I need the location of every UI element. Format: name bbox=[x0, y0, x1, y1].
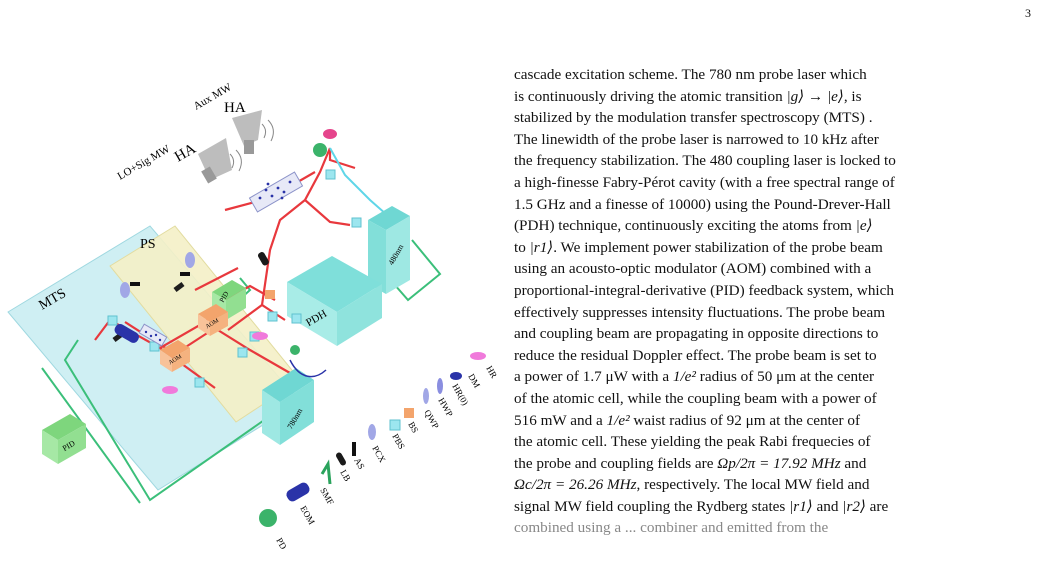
text-line: 516 mW and a bbox=[514, 411, 607, 429]
legend-pd: PD bbox=[274, 536, 289, 551]
legend-eom: EOM bbox=[298, 504, 317, 526]
legend-lb: LB bbox=[338, 468, 352, 483]
ps-label: PS bbox=[140, 237, 156, 252]
aom-1-box: AOM bbox=[160, 340, 190, 372]
text-line: reduce the residual Doppler effect. The … bbox=[514, 346, 877, 364]
text-line: . We implement power stabilization of th… bbox=[553, 238, 883, 256]
text-line: and bbox=[840, 454, 867, 472]
text-line: the frequency stabilization. The 480 cou… bbox=[514, 152, 896, 170]
text-line: a power of 1.7 μW with a bbox=[514, 368, 673, 386]
text-line: waist radius of 92 μm at the center of bbox=[629, 411, 861, 429]
math-inverse-e2: 1/e² bbox=[606, 411, 630, 429]
legend-pbs: PBS bbox=[390, 432, 407, 451]
optics-components bbox=[107, 129, 362, 394]
math-state-r2: |r2⟩ bbox=[842, 497, 866, 515]
text-line: the probe and coupling fields are bbox=[514, 454, 718, 472]
body-text-column: cascade excitation scheme. The 780 nm pr… bbox=[514, 64, 1032, 539]
page-number: 3 bbox=[1025, 6, 1031, 20]
text-line: stabilized by the modulation transfer sp… bbox=[514, 109, 873, 127]
pdh-box: PDH bbox=[287, 256, 382, 346]
legend-hr0: HR(0) bbox=[450, 382, 470, 407]
atomic-cell-mts bbox=[138, 323, 168, 347]
legend-qwp: QWP bbox=[422, 408, 441, 430]
math-state-r1: |r1⟩ bbox=[529, 238, 554, 256]
ha-label-2: HA bbox=[224, 100, 246, 116]
text-line: radius of 50 μm at the center bbox=[695, 368, 875, 386]
math-state-e: |e⟩ bbox=[855, 217, 873, 235]
legend-smf: SMF bbox=[318, 486, 336, 507]
text-line: The linewidth of the probe laser is narr… bbox=[514, 130, 879, 148]
atomic-cell-main bbox=[248, 171, 304, 213]
text-line: 1.5 GHz and a finesse of 10000) using th… bbox=[514, 195, 891, 213]
legend-pcx: PCX bbox=[370, 444, 388, 465]
math-inverse-e2: 1/e² bbox=[672, 368, 696, 386]
text-line: , respectively. The local MW field and bbox=[636, 476, 870, 494]
math-transition: |g⟩ → |e⟩ bbox=[786, 87, 844, 105]
math-rabi-coupling: Ωc/2π = 26.26 MHz bbox=[514, 476, 637, 494]
text-line: and coupling beam are propagating in opp… bbox=[514, 325, 879, 343]
text-line: of the atomic cell, while the coupling b… bbox=[514, 389, 877, 407]
lo-sig-mw-label: LO+Sig MW bbox=[116, 143, 173, 183]
math-state-r1: |r1⟩ bbox=[789, 497, 813, 515]
text-line: to bbox=[514, 238, 530, 256]
text-line: is continuously driving the atomic trans… bbox=[514, 87, 787, 105]
text-line: are bbox=[865, 497, 889, 515]
text-line: effectively suppresses intensity fluctua… bbox=[514, 303, 886, 321]
laser-780-box: 780nm bbox=[262, 368, 314, 445]
text-line: a high-finesse Fabry-Pérot cavity (with … bbox=[514, 173, 895, 191]
paragraph: cascade excitation scheme. The 780 nm pr… bbox=[514, 64, 1032, 539]
text-line: and bbox=[812, 497, 843, 515]
horn-antenna-2 bbox=[232, 110, 274, 154]
text-line: proportional-integral-derivative (PID) f… bbox=[514, 281, 894, 299]
text-line: the atomic cell. These yielding the peak… bbox=[514, 433, 871, 451]
aom-2-box: AOM bbox=[198, 304, 228, 336]
legend-hr: HR bbox=[484, 364, 499, 380]
experimental-setup-figure: 780nm 480nm PDH PID PID AOM AOM bbox=[7, 81, 499, 551]
legend-dm: DM bbox=[466, 372, 482, 390]
legend-hwp: HWP bbox=[436, 396, 455, 418]
text-line: , is bbox=[843, 87, 862, 105]
ha-label-1: HA bbox=[172, 141, 199, 166]
text-line: (PDH) technique, continuously exciting t… bbox=[514, 217, 856, 235]
text-line: signal MW field coupling the Rydberg sta… bbox=[514, 497, 790, 515]
text-line: cascade excitation scheme. The 780 nm pr… bbox=[514, 66, 867, 83]
laser-480-box: 480nm bbox=[368, 206, 410, 294]
text-line: using an acousto-optic modulator (AOM) c… bbox=[514, 260, 872, 278]
text-line-cut: combined using a ... combiner and emitte… bbox=[514, 519, 829, 537]
horn-antenna-1 bbox=[198, 138, 242, 184]
legend-as: AS bbox=[352, 456, 366, 471]
math-rabi-probe: Ωp/2π = 17.92 MHz bbox=[717, 454, 841, 472]
pid-left-box: PID bbox=[42, 414, 86, 464]
legend-bs: BS bbox=[406, 420, 420, 435]
